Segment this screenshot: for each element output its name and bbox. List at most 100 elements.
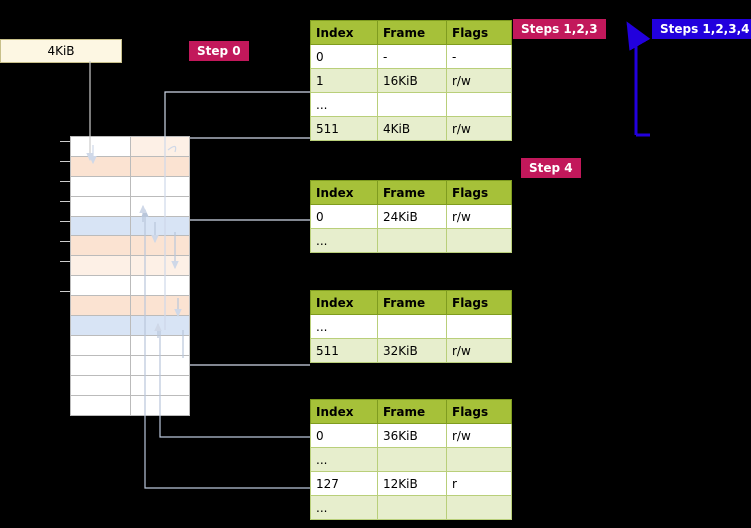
table-row: 0-- [310,44,512,69]
table-row: ... [310,228,512,253]
memory-frame-half-left [71,276,130,296]
cell-frame [377,92,447,117]
memory-frame-half-left [71,355,130,375]
memory-frame-half-right [130,395,189,416]
memory-tick [60,241,70,242]
memory-tick [60,161,70,162]
memory-frame-half-right [130,196,189,216]
column-header-frame: Frame [377,399,447,424]
badge-step-4-text: Step 4 [529,161,573,175]
cell-frame: - [377,44,447,69]
cell-flags [446,228,512,253]
memory-frame-half-left [71,236,130,256]
size-label-box: 4KiB [0,39,122,63]
cell-index: 127 [310,471,378,496]
memory-frame-half-left [71,156,130,176]
cell-flags: - [446,44,512,69]
cell-frame [377,447,447,472]
memory-frame-row [71,216,189,237]
memory-frame-half-left [71,137,130,156]
column-header-index: Index [310,180,378,205]
cell-index: 0 [310,44,378,69]
table-row: ... [310,447,512,472]
memory-frame-half-right [130,355,189,375]
memory-frame-half-right [130,276,189,296]
cell-frame: 36KiB [377,423,447,448]
memory-frame-half-right [130,236,189,256]
memory-frame-half-right [130,296,189,316]
memory-frame-half-left [71,256,130,276]
column-header-frame: Frame [377,20,447,45]
cell-index: ... [310,92,378,117]
cell-flags [446,495,512,520]
cell-frame: 32KiB [377,338,447,363]
cell-frame [377,228,447,253]
memory-frame-row [71,176,189,197]
memory-frame-row [71,276,189,297]
cell-index: 511 [310,338,378,363]
memory-frame-row [71,335,189,356]
cell-frame [377,495,447,520]
cell-flags: r [446,471,512,496]
memory-frame-half-right [130,316,189,335]
memory-frame-row [71,355,189,376]
cell-index: 0 [310,423,378,448]
cell-frame: 24KiB [377,204,447,229]
cell-frame: 4KiB [377,116,447,141]
table-row: ... [310,92,512,117]
cell-flags: r/w [446,116,512,141]
memory-frame-half-left [71,335,130,355]
cell-flags: r/w [446,423,512,448]
column-header-index: Index [310,20,378,45]
cell-index: 511 [310,116,378,141]
memory-frame-half-right [130,137,189,156]
memory-frame-half-right [130,216,189,236]
memory-frame-row [71,316,189,336]
column-header-index: Index [310,290,378,315]
memory-frame-half-right [130,335,189,355]
column-header-frame: Frame [377,180,447,205]
cell-frame [377,314,447,339]
cell-frame: 12KiB [377,471,447,496]
memory-tick [60,221,70,222]
cell-flags: r/w [446,68,512,93]
memory-frame-half-left [71,176,130,196]
memory-tick [60,181,70,182]
cell-flags [446,314,512,339]
cell-frame: 16KiB [377,68,447,93]
memory-frame-half-right [130,156,189,176]
cell-index: ... [310,495,378,520]
memory-frame-row [71,236,189,257]
memory-frame-row [71,196,189,217]
memory-frame-half-left [71,375,130,395]
badge-step-4: Step 4 [521,158,581,178]
cell-index: ... [310,228,378,253]
cell-flags: r/w [446,204,512,229]
memory-frame-half-left [71,196,130,216]
cell-index: ... [310,314,378,339]
memory-frame-half-left [71,316,130,335]
memory-frame-row [71,375,189,396]
badge-steps-1-2-3: Steps 1,2,3 [513,19,606,39]
badge-steps-1-2-3-4-text: Steps 1,2,3,4 [660,22,750,36]
memory-frame-row [71,395,189,416]
memory-column [70,136,190,416]
memory-frame-half-right [130,375,189,395]
memory-frame-row [71,137,189,157]
memory-tick [60,141,70,142]
memory-frame-row [71,156,189,177]
table-row: ... [310,314,512,339]
badge-step-0: Step 0 [189,41,249,61]
size-label-text: 4KiB [47,44,75,58]
cell-flags: r/w [446,338,512,363]
column-header-frame: Frame [377,290,447,315]
